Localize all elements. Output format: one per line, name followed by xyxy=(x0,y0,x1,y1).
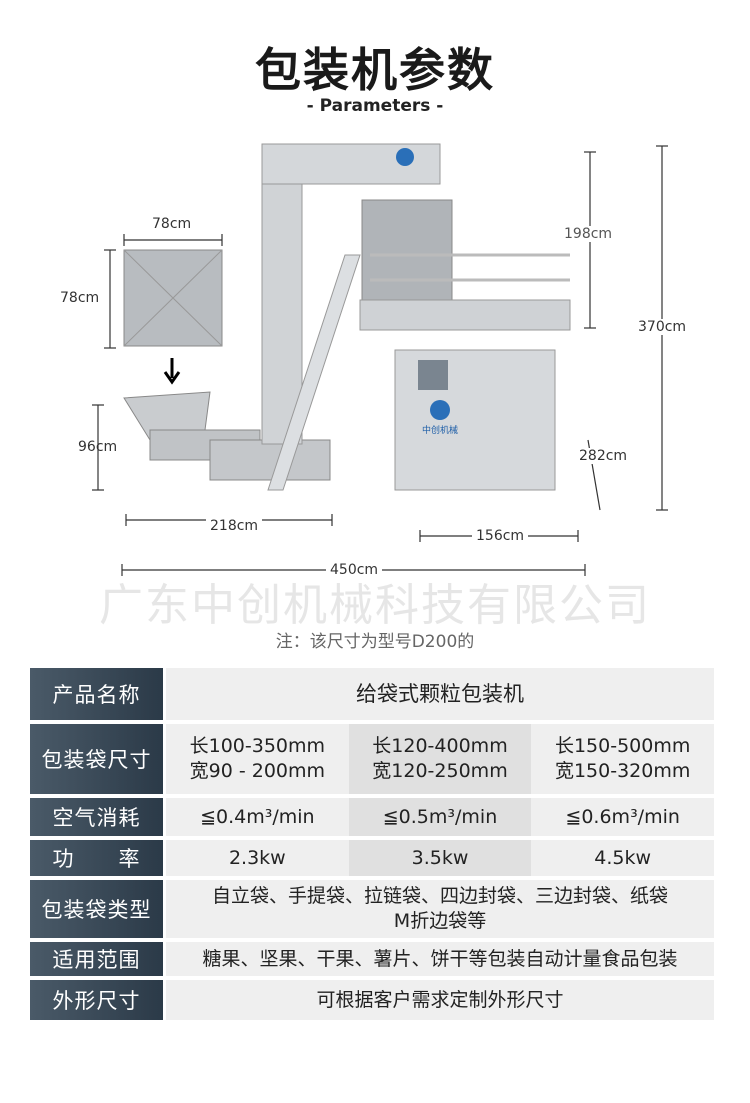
cell-line: 长100-350mm xyxy=(189,735,326,757)
row-label: 功 率 xyxy=(30,840,163,876)
cell: 糖果、坚果、干果、薯片、饼干等包装自动计量食品包装 xyxy=(166,942,714,976)
table-row: 适用范围 糖果、坚果、干果、薯片、饼干等包装自动计量食品包装 xyxy=(30,942,714,976)
cell-line: M折边袋等 xyxy=(393,910,487,932)
dim-packer-height: 282cm xyxy=(577,448,630,464)
dim-hopper-width: 78cm xyxy=(152,216,192,232)
cell-line: 长120-400mm xyxy=(372,735,508,757)
dim-hopper-depth: 78cm xyxy=(60,290,100,306)
cell: 4.5kw xyxy=(531,840,715,876)
brand-text: 中创机械 xyxy=(422,424,458,436)
row-label: 空气消耗 xyxy=(30,798,163,836)
row-label: 外形尺寸 xyxy=(30,980,163,1020)
row-label: 包装袋类型 xyxy=(30,880,163,938)
row-label: 包装袋尺寸 xyxy=(30,724,163,794)
dim-packer-width: 156cm xyxy=(472,528,529,544)
arrow-down-icon xyxy=(163,358,181,385)
cell-line: 自立袋、手提袋、拉链袋、四边封袋、三边封袋、纸袋 xyxy=(211,885,668,907)
dim-total-height: 370cm xyxy=(636,319,689,335)
table-row: 外形尺寸 可根据客户需求定制外形尺寸 xyxy=(30,980,714,1020)
cell: 3.5kw xyxy=(348,840,532,876)
dim-elevator-length: 218cm xyxy=(206,518,263,534)
table-row: 功 率 2.3kw 3.5kw 4.5kw xyxy=(30,840,715,876)
row-label: 适用范围 xyxy=(30,942,163,976)
dim-weigher-height: 198cm xyxy=(562,226,615,242)
table-row: 包装袋类型 自立袋、手提袋、拉链袋、四边封袋、三边封袋、纸袋 M折边袋等 xyxy=(30,880,714,938)
table-row: 包装袋尺寸 长100-350mm 宽90 - 200mm 长120-400mm 宽1… xyxy=(30,724,715,794)
brand-logo xyxy=(430,400,450,420)
machine-illustration: 中创机械 xyxy=(92,143,668,576)
page-subtitle: - Parameters - xyxy=(306,96,444,116)
cell: 2.3kw xyxy=(166,840,349,876)
table-row: 空气消耗 ≦0.4m³/min ≦0.5m³/min ≦0.6m³/min xyxy=(30,798,715,836)
elevator xyxy=(261,143,303,445)
dim-feeder-height: 96cm xyxy=(78,439,118,455)
cell: ≦0.6m³/min xyxy=(531,798,715,836)
table-row: 产品名称 给袋式颗粒包装机 xyxy=(30,668,714,720)
row-label: 产品名称 xyxy=(30,668,163,720)
cell-line: 宽150-320mm xyxy=(554,760,691,782)
cell: 给袋式颗粒包装机 xyxy=(166,668,714,720)
cell: 可根据客户需求定制外形尺寸 xyxy=(166,980,714,1020)
dim-total-length: 450cm xyxy=(326,562,383,578)
cell-line: 长150-500mm xyxy=(554,735,691,757)
cell-line: 宽120-250mm xyxy=(372,760,508,782)
cell: ≦0.5m³/min xyxy=(348,798,532,836)
page-title: 包装机参数 xyxy=(255,43,495,97)
model-note: 注：该尺寸为型号D200的 xyxy=(275,632,475,652)
cell: ≦0.4m³/min xyxy=(166,798,349,836)
cell-line: 宽90 - 200mm xyxy=(189,760,326,782)
watermark: 广东中创机械科技有限公司 xyxy=(99,580,651,631)
